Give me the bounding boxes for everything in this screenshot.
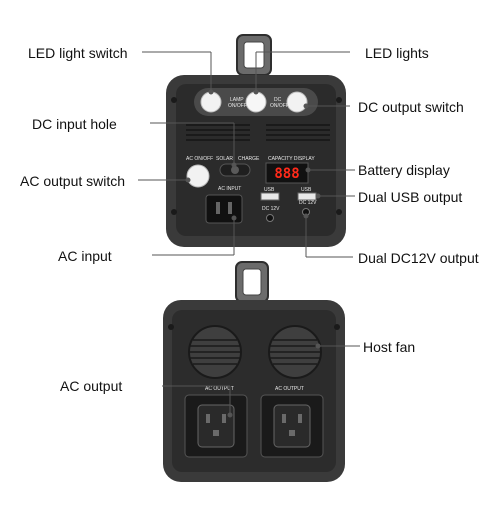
led-light-switch-button bbox=[200, 91, 222, 113]
screw bbox=[168, 324, 174, 330]
usb-port-1 bbox=[260, 192, 280, 201]
ac-output-label-2: AC OUTPUT bbox=[275, 386, 304, 392]
ac-output-label-1: AC OUTPUT bbox=[205, 386, 234, 392]
ac-onoff-label: AC ON/OFF bbox=[186, 156, 213, 162]
callout-led-light-switch: LED light switch bbox=[28, 45, 128, 61]
battery-display-digits: 888 bbox=[274, 166, 299, 182]
callout-dual-dc12v-output: Dual DC12V output bbox=[358, 250, 479, 266]
battery-display bbox=[265, 162, 309, 184]
callout-dc-output-switch: DC output switch bbox=[358, 99, 464, 115]
leader-lines bbox=[138, 51, 360, 418]
ac-output-switch-button bbox=[186, 164, 210, 188]
dc-output-switch-button bbox=[286, 91, 308, 113]
top-vents bbox=[186, 124, 330, 141]
screw bbox=[336, 209, 342, 215]
ac-input-label: AC INPUT bbox=[218, 186, 241, 192]
charge-label: CHARGE bbox=[238, 156, 260, 162]
dc-label: DC bbox=[274, 97, 282, 103]
callout-dc-input-hole: DC input hole bbox=[32, 116, 117, 132]
callout-led-lights: LED lights bbox=[365, 45, 429, 61]
lamp-label: LAMP bbox=[230, 97, 244, 103]
lamp-onoff-label: ON/OFF bbox=[228, 103, 247, 109]
top-handle-opening bbox=[243, 41, 265, 69]
callout-ac-output: AC output bbox=[60, 378, 123, 394]
usb-label-2: USB bbox=[301, 187, 312, 193]
ac-socket-face-2 bbox=[273, 404, 311, 448]
usb-port-2 bbox=[297, 192, 317, 201]
dc12v-label-1: DC 12V bbox=[262, 206, 280, 212]
bottom-device: AC OUTPUT AC OUTPUT bbox=[163, 261, 345, 482]
screw bbox=[171, 97, 177, 103]
capacity-display-label: CAPACITY DISPLAY bbox=[268, 156, 315, 162]
ac-socket-face-1 bbox=[197, 404, 235, 448]
callout-ac-output-switch: AC output switch bbox=[20, 173, 126, 189]
led-lamp bbox=[245, 91, 267, 113]
callout-ac-input: AC input bbox=[58, 248, 112, 264]
ac-input-socket bbox=[205, 194, 243, 224]
usb-label-1: USB bbox=[264, 187, 275, 193]
top-device: LAMP ON/OFF DC ON/OFF AC ON/OFF SOLAR CH… bbox=[166, 34, 346, 247]
fan-grille-lines bbox=[189, 339, 321, 365]
dc-input-hole bbox=[231, 166, 239, 174]
callout-battery-display: Battery display bbox=[358, 162, 450, 178]
screw bbox=[171, 209, 177, 215]
bottom-handle-opening bbox=[242, 268, 262, 296]
screw bbox=[336, 97, 342, 103]
dc12v-label-2: DC 12V bbox=[299, 200, 317, 206]
callout-host-fan: Host fan bbox=[363, 339, 416, 355]
dc-onoff-label: ON/OFF bbox=[270, 103, 289, 109]
screw bbox=[334, 324, 340, 330]
dc12v-port-1 bbox=[266, 214, 274, 222]
solar-label: SOLAR bbox=[216, 156, 233, 162]
callout-dual-usb-output: Dual USB output bbox=[358, 189, 463, 205]
